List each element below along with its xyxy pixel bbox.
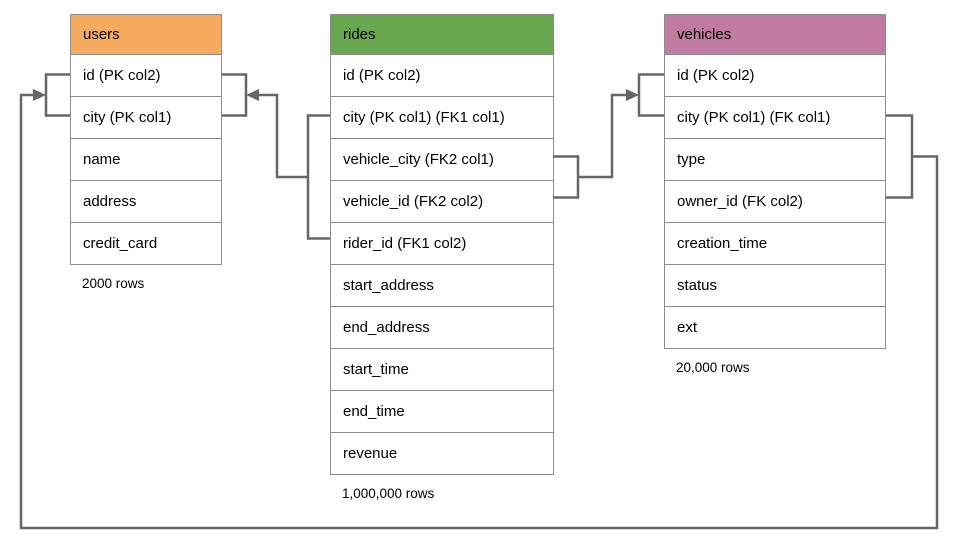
column-row: creation_time xyxy=(665,222,885,264)
row-count-label: 1,000,000 rows xyxy=(342,486,435,501)
table-header: vehicles xyxy=(665,15,885,55)
table-header: rides xyxy=(331,15,553,55)
fk-connector-rides-to-users xyxy=(222,73,330,240)
row-count-label: 20,000 rows xyxy=(676,360,750,375)
column-row: id (PK col2) xyxy=(665,55,885,96)
fk-arrowhead-rides-to-users-icon xyxy=(246,89,259,101)
column-row: credit_card xyxy=(71,222,221,264)
row-count-label: 2000 rows xyxy=(82,276,145,291)
column-row: owner_id (FK col2) xyxy=(665,180,885,222)
column-row: city (PK col1) xyxy=(71,96,221,138)
column-row: city (PK col1) (FK1 col1) xyxy=(331,96,553,138)
column-row: type xyxy=(665,138,885,180)
column-row: city (PK col1) (FK col1) xyxy=(665,96,885,138)
users-table-box: users id (PK col2) city (PK col1) name a… xyxy=(70,14,222,265)
vehicles-table-box: vehicles id (PK col2) city (PK col1) (FK… xyxy=(664,14,886,349)
column-row: end_time xyxy=(331,390,553,432)
column-row: end_address xyxy=(331,306,553,348)
rides-table-box: rides id (PK col2) city (PK col1) (FK1 c… xyxy=(330,14,554,475)
column-row: vehicle_city (FK2 col1) xyxy=(331,138,553,180)
column-row: name xyxy=(71,138,221,180)
column-row: rider_id (FK1 col2) xyxy=(331,222,553,264)
fk-arrowhead-rides-to-vehicles-icon xyxy=(626,89,639,101)
column-row: status xyxy=(665,264,885,306)
column-row: id (PK col2) xyxy=(331,55,553,96)
fk-connector-rides-to-vehicles xyxy=(553,73,664,199)
rides-table: rides id (PK col2) city (PK col1) (FK1 c… xyxy=(330,14,554,501)
column-row: start_address xyxy=(331,264,553,306)
fk-arrowhead-vehicles-to-users-icon xyxy=(33,89,46,101)
users-table: users id (PK col2) city (PK col1) name a… xyxy=(70,14,222,291)
column-row: vehicle_id (FK2 col2) xyxy=(331,180,553,222)
column-row: address xyxy=(71,180,221,222)
column-row: id (PK col2) xyxy=(71,55,221,96)
table-header: users xyxy=(71,15,221,55)
vehicles-table: vehicles id (PK col2) city (PK col1) (FK… xyxy=(664,14,886,375)
column-row: revenue xyxy=(331,432,553,474)
column-row: ext xyxy=(665,306,885,348)
column-row: start_time xyxy=(331,348,553,390)
